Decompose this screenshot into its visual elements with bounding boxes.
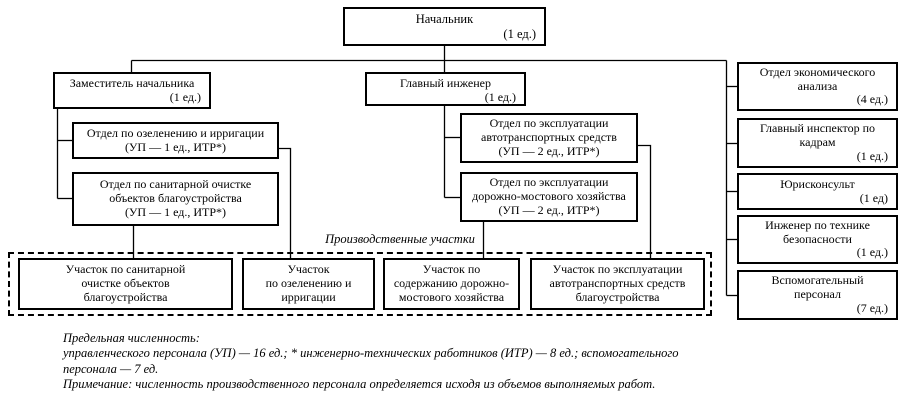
- box-staff-economics-count: (4 ед.): [856, 92, 888, 107]
- box-unit-greening-title: Участок по озеленению и ирригации: [265, 262, 352, 304]
- box-staff-legal-count: (1 ед): [859, 190, 888, 205]
- box-dept-greening-count: (УП — 1 ед., ИТР*): [124, 139, 227, 154]
- box-staff-support-count: (7 ед.): [856, 300, 888, 315]
- box-staff-safety-engineer: Инженер по технике безопасности (1 ед.): [737, 215, 898, 264]
- footnote-line: Примечание: численность производственног…: [63, 376, 656, 391]
- box-unit-sanitary-title: Участок по санитарной очистке объектов б…: [65, 262, 186, 304]
- box-staff-economics: Отдел экономического анализа (4 ед.): [737, 62, 898, 111]
- box-staff-support-title: Вспомогательный персонал: [771, 273, 864, 302]
- box-head-title: Начальник: [415, 12, 474, 26]
- box-staff-support: Вспомогательный персонал (7 ед.): [737, 270, 898, 320]
- box-chief-engineer: Главный инженер (1 ед.): [365, 72, 526, 106]
- box-staff-safety-engineer-count: (1 ед.): [856, 245, 888, 260]
- box-unit-roads: Участок по содержанию дорожно- мостового…: [383, 258, 520, 310]
- box-head: Начальник (1 ед.): [343, 7, 546, 46]
- box-unit-roads-title: Участок по содержанию дорожно- мостового…: [393, 262, 510, 304]
- box-unit-vehicles-title: Участок по эксплуатации автотранспортных…: [549, 262, 686, 304]
- box-staff-hr-inspector-count: (1 ед.): [856, 148, 888, 163]
- box-head-count: (1 ед.): [503, 26, 536, 41]
- box-dept-sanitary-count: (УП — 1 ед., ИТР*): [124, 204, 227, 219]
- box-dept-vehicles-title: Отдел по эксплуатации автотранспортных с…: [481, 116, 617, 145]
- box-chief-engineer-title: Главный инженер: [400, 76, 491, 90]
- box-staff-hr-inspector: Главный инспектор по кадрам (1 ед.): [737, 118, 898, 168]
- footnotes: Предельная численность: управленческого …: [63, 331, 883, 392]
- box-staff-legal: Юрисконсульт (1 ед): [737, 173, 898, 210]
- production-zone-label: Производственные участки: [325, 232, 475, 246]
- box-deputy-count: (1 ед.): [169, 89, 201, 104]
- box-deputy-title: Заместитель начальника: [69, 76, 195, 90]
- production-zone: [8, 252, 712, 316]
- box-dept-roads-count: (УП — 2 ед., ИТР*): [498, 202, 600, 217]
- box-dept-greening: Отдел по озеленению и ирригации (УП — 1 …: [72, 122, 279, 159]
- footnote-line: Предельная численность:: [63, 331, 200, 345]
- box-dept-sanitary: Отдел по санитарной очистке объектов бла…: [72, 172, 279, 226]
- box-dept-greening-title: Отдел по озеленению и ирригации: [86, 125, 265, 140]
- box-dept-sanitary-title: Отдел по санитарной очистке объектов бла…: [99, 177, 252, 206]
- box-unit-vehicles: Участок по эксплуатации автотранспортных…: [530, 258, 705, 310]
- box-staff-safety-engineer-title: Инженер по технике безопасности: [765, 217, 870, 246]
- footnote-line: управленческого персонала (УП) — 16 ед.;…: [63, 346, 679, 361]
- box-dept-roads-title: Отдел по эксплуатации дорожно-мостового …: [472, 175, 626, 204]
- footnote-line: персонала — 7 ед.: [63, 361, 159, 376]
- box-dept-vehicles: Отдел по эксплуатации автотранспортных с…: [460, 113, 638, 163]
- box-dept-roads: Отдел по эксплуатации дорожно-мостового …: [460, 172, 638, 222]
- box-unit-greening: Участок по озеленению и ирригации: [242, 258, 375, 310]
- box-chief-engineer-count: (1 ед.): [484, 89, 516, 104]
- box-staff-legal-title: Юрисконсульт: [780, 176, 855, 191]
- box-dept-vehicles-count: (УП — 2 ед., ИТР*): [498, 143, 600, 158]
- box-unit-sanitary: Участок по санитарной очистке объектов б…: [18, 258, 233, 310]
- box-staff-economics-title: Отдел экономического анализа: [759, 64, 876, 93]
- box-deputy: Заместитель начальника (1 ед.): [53, 72, 211, 109]
- box-staff-hr-inspector-title: Главный инспектор по кадрам: [759, 121, 876, 150]
